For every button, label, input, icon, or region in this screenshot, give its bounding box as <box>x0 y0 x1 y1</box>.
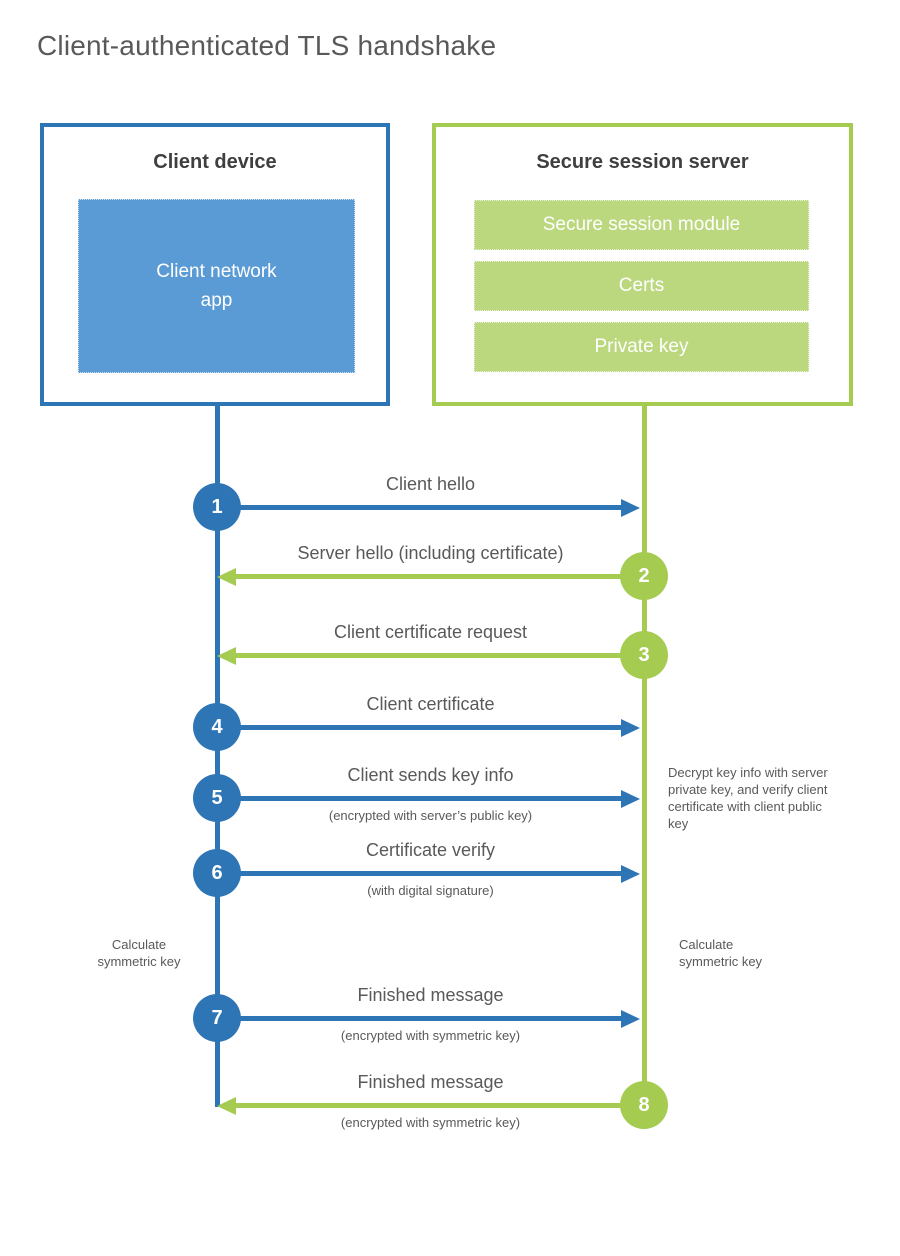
server-lifeline <box>642 404 647 1129</box>
arrow-step-1 <box>217 498 640 517</box>
server-decrypt-note: Decrypt key info with server private key… <box>668 765 828 831</box>
message-label-3: Client certificate request <box>333 622 528 642</box>
message-sublabel-7: (encrypted with symmetric key) <box>340 1028 521 1043</box>
certs-bar: Certs <box>474 261 809 311</box>
message-sublabel-5: (encrypted with server’s public key) <box>328 808 533 823</box>
secure-session-module-bar: Secure session module <box>474 200 809 250</box>
arrow-step-5 <box>217 789 640 808</box>
server-calculate-symmetric-key-note: Calculate symmetric key <box>679 937 763 969</box>
arrow-step-2 <box>217 567 644 586</box>
message-label-6: Certificate verify <box>365 840 496 860</box>
step-badge-8: 8 <box>620 1081 668 1129</box>
step-badge-4: 4 <box>193 703 241 751</box>
client-lifeline <box>215 404 220 1107</box>
page-title: Client-authenticated TLS handshake <box>37 30 497 61</box>
step-badge-5: 5 <box>193 774 241 822</box>
message-label-8: Finished message <box>357 1072 504 1092</box>
client-calculate-symmetric-key-note: Calculate symmetric key <box>97 937 181 969</box>
message-label-5: Client sends key info <box>347 765 514 785</box>
client-device-box: Client device Client network app <box>40 123 390 406</box>
message-label-1: Client hello <box>385 474 476 494</box>
arrow-step-3 <box>217 646 644 665</box>
step-badge-7: 7 <box>193 994 241 1042</box>
secure-session-server-box: Secure session server Secure session mod… <box>432 123 853 406</box>
client-network-app-label: Client network app <box>156 261 277 311</box>
step-badge-2: 2 <box>620 552 668 600</box>
arrow-step-6 <box>217 864 640 883</box>
message-label-2: Server hello (including certificate) <box>297 543 564 563</box>
client-device-title: Client device <box>153 151 277 173</box>
step-badge-3: 3 <box>620 631 668 679</box>
client-network-app-box: Client network app <box>78 199 355 373</box>
arrow-step-8 <box>217 1096 644 1115</box>
step-badge-1: 1 <box>193 483 241 531</box>
message-label-7: Finished message <box>357 985 504 1005</box>
step-badge-6: 6 <box>193 849 241 897</box>
arrow-step-4 <box>217 718 640 737</box>
message-sublabel-6: (with digital signature) <box>367 883 494 898</box>
message-sublabel-8: (encrypted with symmetric key) <box>340 1115 521 1130</box>
message-label-4: Client certificate <box>366 694 495 714</box>
private-key-bar: Private key <box>474 322 809 372</box>
arrow-step-7 <box>217 1009 640 1028</box>
secure-session-server-title: Secure session server <box>536 151 749 173</box>
